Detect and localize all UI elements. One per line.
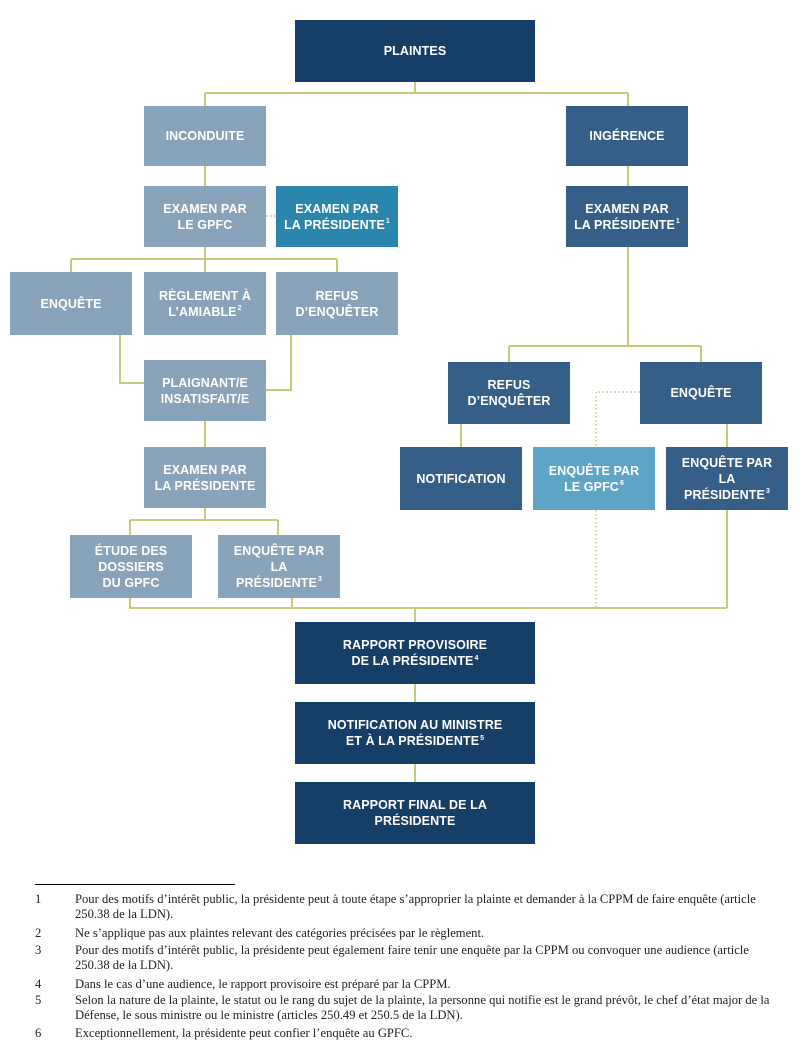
node-enquete-presidente-left: ENQUÊTE PAR LA PRÉSIDENTE3 <box>218 535 340 598</box>
footnote-marker: 3 <box>765 488 770 496</box>
footnote-divider <box>35 884 235 885</box>
node-label: EXAMEN PAR LA PRÉSIDENTE <box>284 201 385 232</box>
footnote-5: 5 Selon la nature de la plainte, le statu… <box>35 993 770 1023</box>
node-plaignant-insatisfait: PLAIGNANT/E INSATISFAIT/E <box>144 360 266 421</box>
footnote-marker: 1 <box>385 218 390 226</box>
node-label: NOTIFICATION <box>416 471 506 486</box>
node-examen-presidente-ingerence: EXAMEN PAR LA PRÉSIDENTE1 <box>566 186 688 247</box>
node-label: RAPPORT FINAL DE LA PRÉSIDENTE <box>342 798 488 828</box>
footnote-1: 1 Pour des motifs d’intérêt public, la pr… <box>35 892 770 922</box>
footnote-text: Pour des motifs d’intérêt public, la pré… <box>75 892 756 921</box>
node-label: INCONDUITE <box>165 129 245 143</box>
footnote-text: Dans le cas d’une audience, le rapport p… <box>75 977 451 991</box>
node-enquete-gpfc: ENQUÊTE PAR LE GPFC6 <box>533 447 655 510</box>
node-refus-left: REFUS D’ENQUÊTER <box>276 272 398 335</box>
node-label: ENQUÊTE PAR LA PRÉSIDENTE <box>233 543 325 590</box>
node-plaintes: PLAINTES <box>295 20 535 82</box>
footnote-marker: 1 <box>675 218 680 226</box>
footnote-text: Ne s’applique pas aux plaintes relevant … <box>75 926 485 940</box>
node-enquete-left: ENQUÊTE <box>10 272 132 335</box>
footnote-3: 3 Pour des motifs d’intérêt public, la pr… <box>35 943 770 973</box>
node-label: PLAIGNANT/E INSATISFAIT/E <box>160 375 250 406</box>
connector-lines <box>70 82 728 782</box>
footnote-text: Exceptionnellement, la présidente peut c… <box>75 1026 413 1040</box>
footnote-number: 2 <box>35 926 42 940</box>
node-rapport-final: RAPPORT FINAL DE LA PRÉSIDENTE <box>295 782 535 844</box>
footnote-number: 3 <box>35 943 42 957</box>
node-enquete-presidente-right: ENQUÊTE PAR LA PRÉSIDENTE3 <box>666 447 788 510</box>
footnote-marker: 2 <box>237 305 242 313</box>
node-label: EXAMEN PAR LA PRÉSIDENTE <box>574 201 675 232</box>
footnote-number: 4 <box>35 977 42 991</box>
node-label: RAPPORT PROVISOIRE DE LA PRÉSIDENTE <box>342 638 488 668</box>
footnote-number: 5 <box>35 993 42 1007</box>
node-label: INGÉRENCE <box>589 129 665 143</box>
footnote-number: 6 <box>35 1026 42 1040</box>
footnote-text: Selon la nature de la plainte, le statut… <box>75 993 770 1022</box>
node-examen-presidente-inconduite: EXAMEN PAR LA PRÉSIDENTE1 <box>276 186 398 247</box>
footnote-4: 4 Dans le cas d’une audience, le rapport … <box>35 977 770 992</box>
footnote-marker: 3 <box>317 576 322 584</box>
node-refus-right: REFUS D’ENQUÊTER <box>448 362 570 424</box>
node-rapport-provisoire: RAPPORT PROVISOIRE DE LA PRÉSIDENTE4 <box>295 622 535 684</box>
node-label: ÉTUDE DES DOSSIERS DU GPFC <box>94 543 168 590</box>
node-label: PLAINTES <box>383 44 447 58</box>
node-notification: NOTIFICATION <box>400 447 522 510</box>
node-etude-dossiers: ÉTUDE DES DOSSIERS DU GPFC <box>70 535 192 598</box>
footnote-marker: 5 <box>480 734 485 742</box>
node-enquete-right: ENQUÊTE <box>640 362 762 424</box>
footnote-marker: 6 <box>619 480 624 488</box>
node-label: REFUS D’ENQUÊTER <box>295 288 379 319</box>
node-label: REFUS D’ENQUÊTER <box>467 378 551 408</box>
node-label: EXAMEN PAR LE GPFC <box>163 201 247 232</box>
node-examen-presidente-2: EXAMEN PAR LA PRÉSIDENTE <box>144 447 266 508</box>
node-ingerence: INGÉRENCE <box>566 106 688 166</box>
footnote-marker: 4 <box>474 654 479 662</box>
node-label: ENQUÊTE <box>40 296 102 311</box>
node-notification-ministre: NOTIFICATION AU MINISTRE ET À LA PRÉSIDE… <box>295 702 535 764</box>
node-reglement-amiable: RÈGLEMENT À L’AMIABLE2 <box>144 272 266 335</box>
node-label: RÈGLEMENT À L’AMIABLE <box>158 288 252 319</box>
node-examen-gpfc: EXAMEN PAR LE GPFC <box>144 186 266 247</box>
footnote-number: 1 <box>35 892 42 906</box>
footnote-2: 2 Ne s’applique pas aux plaintes relevant… <box>35 926 770 941</box>
node-label: ENQUÊTE PAR LE GPFC <box>548 463 640 494</box>
footnote-6: 6 Exceptionnellement, la présidente peut … <box>35 1026 770 1041</box>
node-label: ENQUÊTE PAR LA PRÉSIDENTE <box>681 455 773 502</box>
node-inconduite: INCONDUITE <box>144 106 266 166</box>
node-label: ENQUÊTE <box>670 386 732 400</box>
footnote-text: Pour des motifs d’intérêt public, la pré… <box>75 943 749 972</box>
node-label: EXAMEN PAR LA PRÉSIDENTE <box>154 462 256 493</box>
node-label: NOTIFICATION AU MINISTRE ET À LA PRÉSIDE… <box>327 718 503 748</box>
